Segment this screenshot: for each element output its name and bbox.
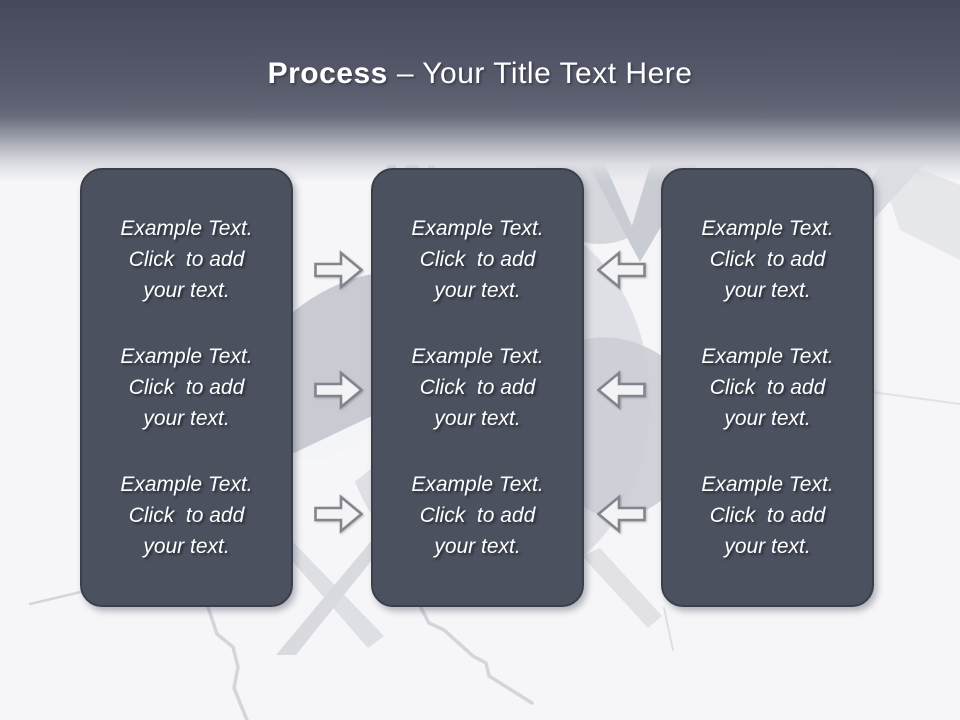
text-line: Example Text. — [701, 473, 834, 496]
text-line: your text. — [143, 535, 230, 558]
text-line: your text. — [434, 535, 521, 558]
text-line: your text. — [434, 407, 521, 430]
text-line: Click to add — [128, 248, 245, 271]
text-line: Click to add — [128, 504, 245, 527]
text-block[interactable]: Example Text. Click to add your text. — [379, 213, 576, 306]
text-block[interactable]: Example Text. Click to add your text. — [88, 341, 285, 434]
text-line: your text. — [724, 535, 811, 558]
text-line: Click to add — [128, 376, 245, 399]
text-line: Click to add — [709, 504, 826, 527]
text-line: Click to add — [419, 376, 536, 399]
text-line: Example Text. — [411, 345, 544, 368]
text-line: your text. — [143, 279, 230, 302]
text-block[interactable]: Example Text. Click to add your text. — [379, 341, 576, 434]
text-line: Example Text. — [120, 345, 253, 368]
text-line: Click to add — [419, 504, 536, 527]
arrow-left-icon[interactable] — [597, 250, 646, 290]
panel-right[interactable]: Example Text. Click to add your text. Ex… — [661, 168, 874, 607]
text-line: your text. — [724, 407, 811, 430]
arrow-left-icon[interactable] — [597, 370, 646, 410]
text-line: your text. — [724, 279, 811, 302]
text-line: Example Text. — [120, 473, 253, 496]
title-bar: Process– Your Title Text Here — [0, 0, 960, 182]
text-block[interactable]: Example Text. Click to add your text. — [669, 213, 866, 306]
slide-title-rest: – Your Title Text Here — [396, 57, 693, 90]
text-line: Click to add — [709, 376, 826, 399]
text-line: your text. — [434, 279, 521, 302]
arrow-right-icon[interactable] — [314, 370, 363, 410]
text-line: Example Text. — [701, 217, 834, 240]
text-line: Click to add — [419, 248, 536, 271]
arrow-right-icon[interactable] — [314, 494, 363, 534]
text-block[interactable]: Example Text. Click to add your text. — [669, 469, 866, 562]
slide-title-keyword: Process — [267, 57, 388, 90]
panel-left[interactable]: Example Text. Click to add your text. Ex… — [80, 168, 293, 607]
text-block[interactable]: Example Text. Click to add your text. — [88, 469, 285, 562]
text-line: your text. — [143, 407, 230, 430]
panel-center[interactable]: Example Text. Click to add your text. Ex… — [371, 168, 584, 607]
text-block[interactable]: Example Text. Click to add your text. — [669, 341, 866, 434]
text-line: Example Text. — [411, 217, 544, 240]
text-block[interactable]: Example Text. Click to add your text. — [379, 469, 576, 562]
arrow-right-icon[interactable] — [314, 250, 363, 290]
arrow-left-icon[interactable] — [597, 494, 646, 534]
text-line: Example Text. — [701, 345, 834, 368]
text-block[interactable]: Example Text. Click to add your text. — [88, 213, 285, 306]
text-line: Example Text. — [120, 217, 253, 240]
text-line: Example Text. — [411, 473, 544, 496]
slide-title[interactable]: Process– Your Title Text Here — [0, 54, 960, 94]
text-line: Click to add — [709, 248, 826, 271]
